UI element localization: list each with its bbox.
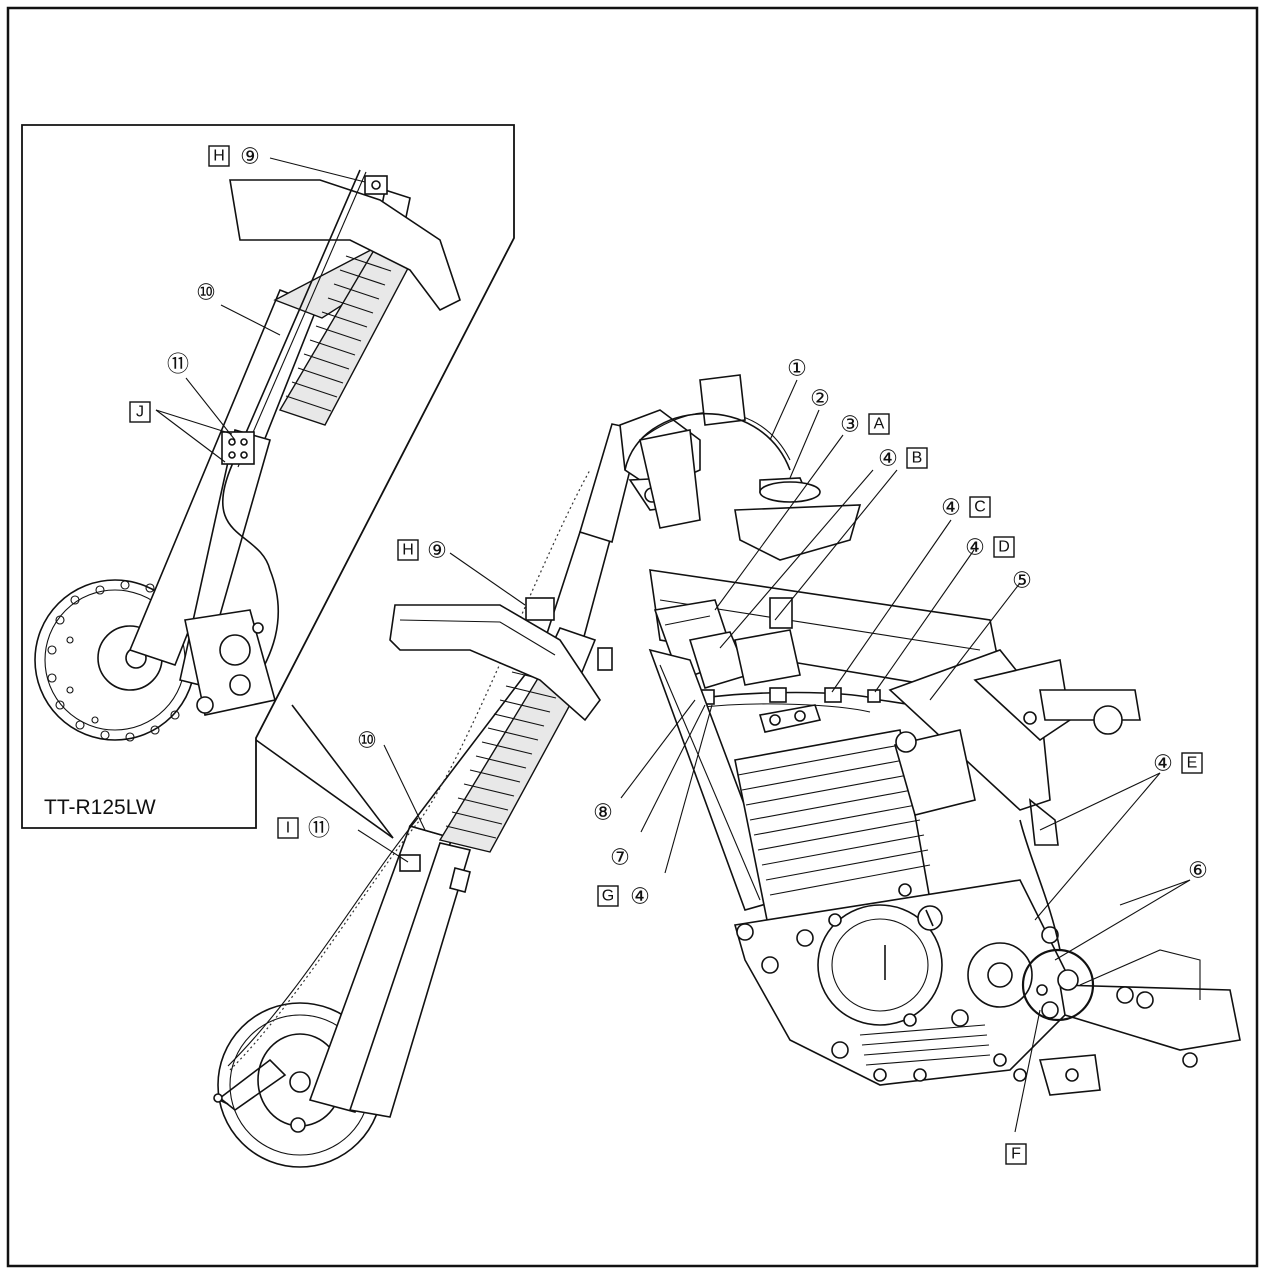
callout-number: ⑪ (308, 816, 330, 841)
callout-number: ③ (840, 412, 860, 437)
callout-number: ⑩ (196, 280, 216, 305)
callout-letter: J (136, 404, 144, 421)
callout-number: ② (810, 386, 830, 411)
callout-5: ⑤ (1012, 568, 1032, 593)
callout-letter: F (1011, 1146, 1021, 1163)
callout-letter: D (998, 539, 1010, 556)
callout-H-9-main: H ⑨ (397, 538, 447, 563)
callout-4-D: ④ D (965, 535, 1015, 560)
callout-number: ④ (878, 446, 898, 471)
motorcycle-main-drawing (213, 374, 1241, 1168)
callout-letter: E (1187, 755, 1198, 772)
callout-I-11-main: I ⑪ (277, 816, 330, 841)
leader-lines (155, 157, 1191, 1133)
callout-4-G: G ④ (597, 884, 650, 909)
callout-letter: H (402, 542, 414, 559)
brake-cable-main (229, 469, 591, 1071)
callout-letter: B (912, 450, 923, 467)
callout-H-9-inset: H ⑨ (208, 144, 260, 169)
crankcase (733, 879, 1081, 1086)
fork-boot (438, 671, 579, 853)
brake-caliper (184, 609, 276, 716)
model-label: TT-R125LW (44, 796, 156, 819)
callout-J: J (129, 401, 151, 423)
callout-3-A: ③ A (840, 412, 890, 437)
detail-circle (1021, 948, 1095, 1022)
callout-letter: A (874, 416, 885, 433)
callout-number: ① (787, 356, 807, 381)
callout-letter: H (213, 148, 225, 165)
callout-4-E: ④ E (1153, 751, 1203, 776)
callout-number: ⑪ (167, 352, 189, 377)
callout-10-main: ⑩ (357, 728, 377, 753)
callout-number: ⑩ (357, 728, 377, 753)
callout-letter: C (974, 499, 986, 516)
callout-number: ⑥ (1188, 858, 1208, 883)
callout-1: ① (787, 356, 807, 381)
callout-number: ⑨ (427, 538, 447, 563)
callout-7: ⑦ (610, 845, 630, 870)
callout-10-inset: ⑩ (196, 280, 216, 305)
callout-number: ④ (630, 884, 650, 909)
swingarm (1059, 984, 1241, 1051)
callout-number: ④ (965, 535, 985, 560)
callout-number: ⑧ (593, 800, 613, 825)
callout-letter: I (286, 820, 290, 837)
callout-number: ⑨ (240, 144, 260, 169)
callout-4-B: ④ B (878, 446, 928, 471)
callout-number: ④ (941, 495, 961, 520)
callout-number: ⑦ (610, 845, 630, 870)
callout-number: ⑤ (1012, 568, 1032, 593)
callout-letter: G (602, 888, 614, 905)
callout-F: F (1005, 1143, 1027, 1165)
inset-panel (21, 124, 515, 839)
engine-cylinder (734, 704, 931, 936)
callout-11-inset: ⑪ (167, 352, 189, 377)
callout-6: ⑥ (1188, 858, 1208, 883)
inset-brake-hose (221, 169, 361, 691)
callout-number: ④ (1153, 751, 1173, 776)
callout-4-C: ④ C (941, 495, 991, 520)
callout-2: ② (810, 386, 830, 411)
front-fender (389, 604, 601, 722)
callout-8: ⑧ (593, 800, 613, 825)
